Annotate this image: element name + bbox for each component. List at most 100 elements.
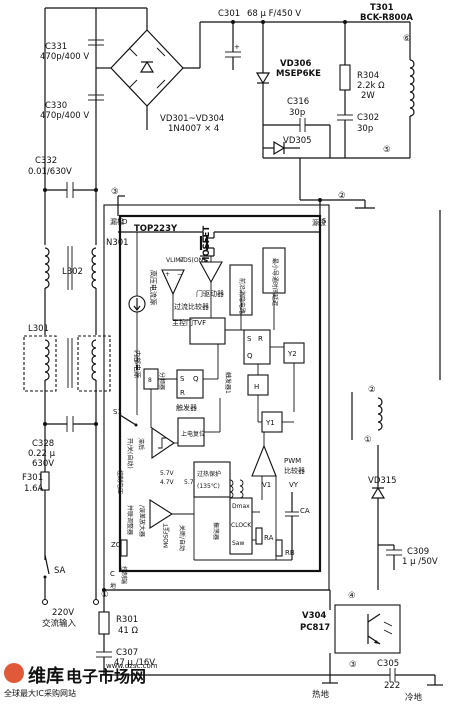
node-1-right: ①	[364, 435, 372, 445]
n301-ref: N301	[106, 238, 129, 248]
r304-power: 2W	[361, 91, 375, 101]
svg-text:S: S	[180, 375, 185, 383]
error-amp-label: /误差放大器	[138, 505, 146, 537]
c316-ref: C316	[287, 97, 309, 107]
leading-edge-label: 前沿消隐电路	[238, 278, 246, 314]
r301-value: 41 Ω	[118, 626, 139, 636]
ilimit-label: I	[168, 527, 170, 534]
h-label: H	[254, 383, 259, 391]
r304-resistor	[339, 64, 351, 91]
mains-input-label: 交流输入	[42, 618, 77, 629]
c302-capacitor	[337, 114, 353, 121]
main-control-gate	[189, 317, 226, 345]
node-4: ④	[348, 591, 356, 601]
pwm-comp-label: 比较器	[284, 466, 305, 475]
c330-value: 470p/400 V	[40, 111, 89, 121]
drain-label: 漏极	[110, 217, 124, 226]
bridge-ref: VD301~VD304	[160, 114, 224, 124]
c301-value: 68 μ F/450 V	[247, 9, 301, 19]
power-on-reset	[177, 417, 205, 447]
c302-value: 30p	[357, 124, 373, 134]
overcurrent-comparator: + −	[161, 269, 185, 296]
clamp-label: 关断/自动	[178, 525, 186, 551]
node-3-top: ③	[111, 187, 119, 197]
f301-ref: F301	[22, 473, 43, 483]
c301-ref: C301	[218, 9, 240, 19]
hv-source-label: 高压电流源	[149, 270, 158, 305]
thermal-label: 过热保护	[197, 470, 221, 478]
v57b-label: 5.7V	[184, 479, 199, 486]
mosfet-label: MOSFET	[202, 226, 212, 265]
saw-label: Saw	[232, 540, 244, 547]
r304-ref: R304	[357, 71, 379, 81]
divider-label: 分频器	[158, 372, 166, 390]
ca-capacitor	[285, 492, 299, 560]
v304-part: PC817	[300, 623, 330, 633]
zc-resistor	[120, 539, 128, 557]
dmax-label: Dmax	[232, 503, 250, 510]
c305-value: 222	[384, 681, 400, 691]
hot-ground-label: 热地	[312, 689, 330, 700]
svg-text:−: −	[177, 271, 182, 278]
ra-label: RA	[264, 534, 274, 542]
t301-ref: T301	[370, 3, 394, 13]
bridge-part: 1N4007 × 4	[168, 124, 219, 134]
c305-ref: C305	[377, 659, 399, 669]
source-label: 源极	[312, 218, 326, 227]
vd306-tvs-diode	[255, 72, 271, 85]
watermark: 维库 电子市场网 www.dzsc.com 全球最大IC采购网站	[4, 662, 158, 698]
ctrl-pin-label: 控制电压	[116, 470, 124, 494]
power-on-reset-label: 上电复位	[181, 430, 205, 438]
hysteresis-comparator	[151, 426, 175, 460]
watermark-logo: 维库	[28, 665, 64, 687]
c307-value: 47 μ /16V	[114, 658, 155, 668]
mosfet2-label: MOSFET	[163, 523, 170, 548]
r301-ref: R301	[116, 615, 138, 625]
c302-ref: C302	[357, 113, 379, 123]
c328-voltage: 630V	[32, 459, 54, 469]
internal-supply-label: 内部电源	[133, 350, 142, 378]
l301-ref: L301	[28, 324, 49, 334]
c331-ref: C331	[45, 42, 67, 52]
c309-capacitor	[378, 544, 402, 570]
rb-resistor	[275, 539, 283, 557]
trigger-label: 触发器	[176, 403, 197, 412]
shunt-reg-label: 并联调整器	[126, 505, 134, 535]
v304-ref: V304	[302, 611, 326, 621]
error-amplifier	[149, 498, 174, 530]
sa-ref: SA	[54, 566, 66, 576]
l302-ref: L302	[62, 267, 83, 277]
c328-value: 0.22 μ	[28, 449, 56, 459]
node-3-bottom: ③	[349, 660, 357, 670]
input-chain: C331 470p/400 V C330 470p/400 V C332 0.0…	[22, 7, 111, 629]
vd305-diode	[263, 140, 300, 156]
sa-switch	[43, 554, 50, 579]
c305-capacitor	[389, 668, 396, 682]
divider-num: 8	[148, 377, 152, 384]
f301-value: 1.6A	[24, 484, 44, 494]
svg-text:Q: Q	[193, 375, 199, 383]
n301-part: TOP223Y	[134, 224, 178, 234]
watermark-sub: 全球最大IC采购网站	[4, 688, 76, 698]
svg-text:Q: Q	[247, 352, 253, 360]
c332-value: 0.01/630V	[28, 167, 72, 177]
gate-driver	[199, 261, 223, 284]
v1-label: V1	[262, 481, 271, 489]
vd315-ref: VD315	[368, 476, 397, 486]
svg-text:R: R	[180, 389, 185, 397]
c331-capacitor	[88, 39, 104, 46]
hysteresis-label: 滞后	[137, 438, 145, 450]
s1-label: S1	[113, 408, 122, 416]
min-on-time-label: 最小导通时间延迟	[271, 258, 279, 306]
current-source-symbol	[229, 479, 234, 499]
l301-inductor	[23, 335, 111, 392]
c316-capacitor	[299, 118, 306, 132]
ca-label: CA	[300, 507, 310, 515]
c309-ref: C309	[407, 547, 429, 557]
s1-switch	[119, 414, 138, 427]
node-2-right: ②	[368, 385, 376, 395]
trigger-flipflop: S Q R	[176, 369, 204, 399]
r301-resistor	[98, 611, 110, 635]
vlimit-label: VLIMT	[166, 257, 184, 264]
source-s-label: S	[322, 217, 327, 225]
